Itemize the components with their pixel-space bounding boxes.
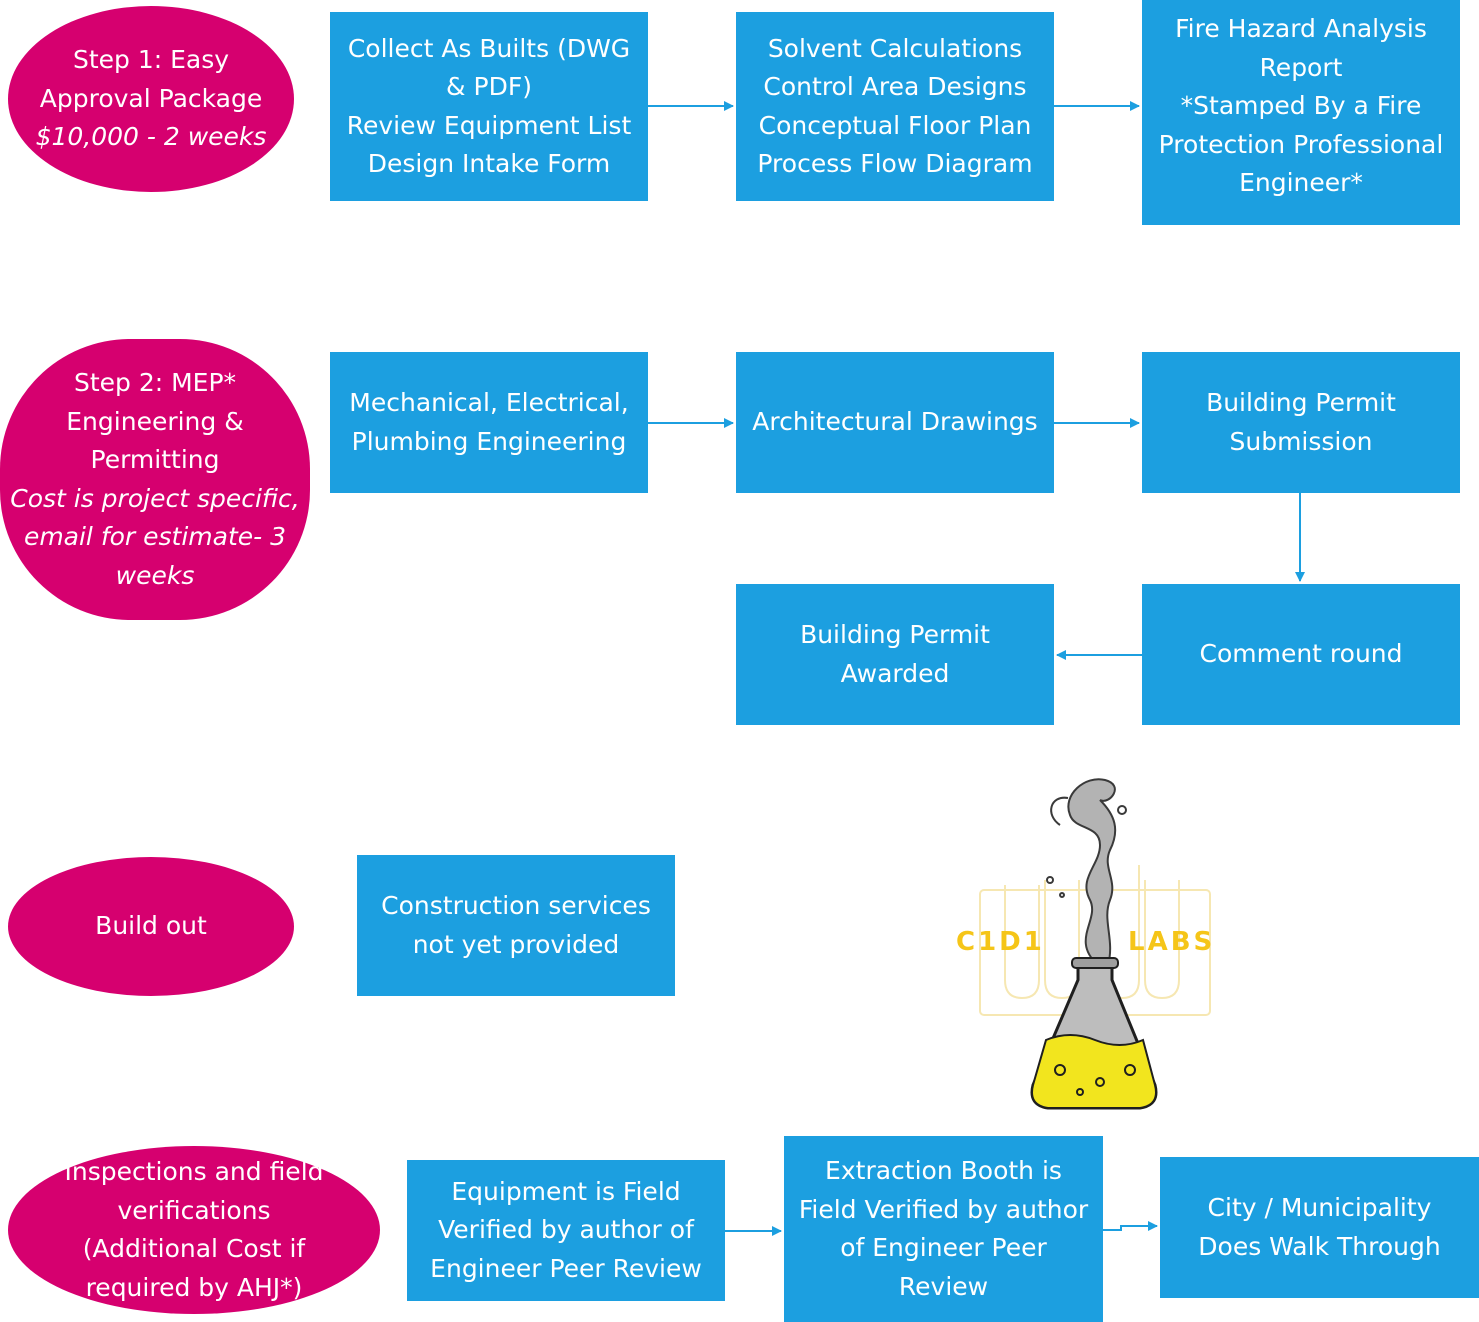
- submission-line-1: Building Permit: [1206, 388, 1396, 417]
- arrow-booth-to-city: [1103, 1221, 1158, 1231]
- logo-left-text: C1D1: [956, 927, 1045, 957]
- equipment-field-verified-box: Equipment is Field Verified by author of…: [407, 1160, 725, 1301]
- mep-engineering-box: Mechanical, Electrical, Plumbing Enginee…: [330, 352, 648, 493]
- step3-pill: Build out: [8, 857, 294, 996]
- equipment-line-2: Verified by author of: [438, 1215, 694, 1245]
- collect-line-4: Design Intake Form: [367, 149, 611, 178]
- construction-line-1: Construction services: [381, 891, 651, 920]
- fire-hazard-analysis-box: Fire Hazard Analysis Report *Stamped By …: [1142, 0, 1460, 225]
- step2-pill: Step 2: MEP* Engineering & Permitting Co…: [0, 339, 310, 620]
- fire-line-2: Report: [1259, 52, 1343, 82]
- solvent-line-4: Process Flow Diagram: [757, 149, 1033, 178]
- comment-line-1: Comment round: [1199, 639, 1403, 669]
- extraction-booth-verified-box: Extraction Booth is Field Verified by au…: [784, 1136, 1103, 1322]
- c1d1-labs-logo: C1D1 LABS: [956, 778, 1215, 1110]
- step2-subtitle-2: Permitting: [90, 445, 220, 474]
- collect-line-2: & PDF): [446, 72, 532, 101]
- city-walk-through-box: City / Municipality Does Walk Through: [1160, 1157, 1479, 1298]
- equipment-line-3: Engineer Peer Review: [430, 1253, 702, 1283]
- fire-line-5: Engineer*: [1239, 168, 1363, 197]
- mep-line-2: Plumbing Engineering: [351, 426, 627, 456]
- awarded-line-1: Building Permit: [800, 620, 990, 649]
- step4-note-1: (Additional Cost if: [82, 1234, 306, 1263]
- step1-title: Step 1: Easy: [72, 45, 230, 75]
- step2-subtitle-1: Engineering &: [66, 406, 244, 436]
- smoke-icon: [1046, 778, 1127, 966]
- step2-cost-2: email for estimate- 3: [23, 522, 287, 551]
- step2-cost-3: weeks: [115, 560, 195, 590]
- awarded-line-2: Awarded: [840, 658, 950, 688]
- step1-cost: $10,000 - 2 weeks: [35, 122, 267, 152]
- equipment-line-1: Equipment is Field: [451, 1176, 681, 1206]
- solvent-line-2: Control Area Designs: [763, 72, 1027, 101]
- step2-title: Step 2: MEP*: [73, 368, 237, 397]
- city-line-2: Does Walk Through: [1198, 1231, 1441, 1261]
- step2-cost-1: Cost is project specific,: [10, 483, 300, 513]
- fire-line-4: Protection Professional: [1158, 129, 1444, 159]
- solvent-line-3: Conceptual Floor Plan: [758, 110, 1032, 140]
- architectural-drawings-box: Architectural Drawings: [736, 352, 1054, 493]
- step4-title: Inspections and field: [64, 1157, 324, 1186]
- step4-note-2: required by AHJ*): [85, 1272, 303, 1302]
- step3-title: Build out: [95, 911, 207, 941]
- construction-line-2: not yet provided: [412, 929, 620, 959]
- step1-pill: Step 1: Easy Approval Package $10,000 - …: [8, 6, 294, 192]
- mep-line-1: Mechanical, Electrical,: [349, 388, 629, 417]
- collect-line-3: Review Equipment List: [346, 110, 632, 140]
- arch-line-1: Architectural Drawings: [752, 407, 1038, 437]
- city-line-1: City / Municipality: [1207, 1193, 1432, 1222]
- building-permit-submission-box: Building Permit Submission: [1142, 352, 1460, 493]
- comment-round-box: Comment round: [1142, 584, 1460, 725]
- logo-right-text: LABS: [1128, 927, 1215, 957]
- step4-pill: Inspections and field verifications (Add…: [8, 1146, 380, 1314]
- booth-line-2: Field Verified by author: [798, 1194, 1089, 1224]
- booth-line-3: of Engineer Peer: [840, 1233, 1047, 1262]
- collect-line-1: Collect As Builts (DWG: [347, 33, 631, 63]
- fire-line-1: Fire Hazard Analysis: [1175, 14, 1427, 43]
- collect-as-builts-box: Collect As Builts (DWG & PDF) Review Equ…: [330, 12, 648, 201]
- step1-subtitle: Approval Package: [39, 83, 263, 113]
- submission-line-2: Submission: [1229, 426, 1373, 456]
- flask-icon: [1030, 957, 1158, 1110]
- step4-subtitle: verifications: [117, 1195, 271, 1225]
- booth-line-4: Review: [898, 1271, 989, 1301]
- construction-services-box: Construction services not yet provided: [357, 855, 675, 996]
- solvent-line-1: Solvent Calculations: [767, 33, 1023, 63]
- fire-line-3: *Stamped By a Fire: [1180, 91, 1422, 120]
- booth-line-1: Extraction Booth is: [825, 1156, 1062, 1185]
- solvent-calculations-box: Solvent Calculations Control Area Design…: [736, 12, 1054, 201]
- building-permit-awarded-box: Building Permit Awarded: [736, 584, 1054, 725]
